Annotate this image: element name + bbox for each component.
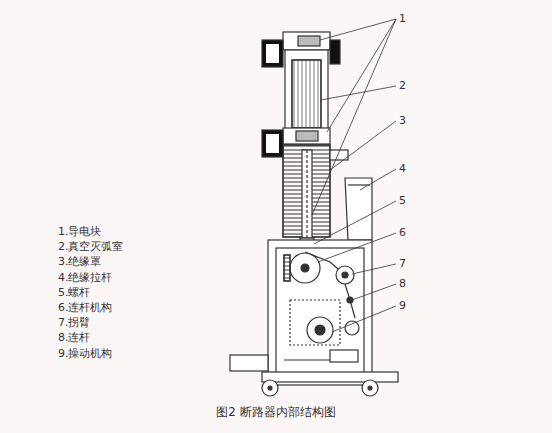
callout-number: 9 (399, 299, 406, 312)
upper-conductor (283, 32, 330, 50)
legend-item: 1.导电块 (58, 225, 102, 238)
wheel (262, 380, 278, 396)
callout-number: 3 (399, 114, 406, 127)
callout-number: 8 (399, 277, 406, 290)
callout-number: 4 (399, 162, 406, 175)
callout-number: 7 (399, 257, 406, 270)
legend-item: 6.连杆机构 (58, 301, 113, 314)
caption: 图2 断路器内部结构图 (216, 405, 335, 419)
legend-item: 7.拐臂 (58, 316, 91, 329)
leader-lines (312, 19, 396, 332)
legend-item: 4.绝缘拉杆 (58, 271, 113, 284)
vacuum-interrupter (292, 60, 321, 128)
pole-housing (285, 50, 328, 135)
callout-number: 1 (399, 12, 406, 25)
crank-arm (336, 266, 354, 284)
legend-item: 9.操动机构 (58, 347, 113, 360)
lower-conductor (283, 128, 330, 144)
legend-item: 3.绝缘罩 (58, 255, 102, 268)
legend-item: 5.螺杆 (58, 286, 91, 299)
linkage-mechanism (290, 253, 320, 283)
legend-item: 2.真空灭弧室 (58, 240, 124, 253)
terminal (262, 130, 283, 157)
callout-number: 6 (399, 226, 406, 239)
operating-mechanism (307, 317, 333, 343)
mechanism-housing (268, 240, 372, 385)
callout-number: 2 (399, 79, 406, 92)
connecting-rod (345, 284, 355, 318)
base (262, 372, 398, 382)
terminal (262, 40, 283, 67)
insulating-cover (283, 145, 330, 237)
insulating-rod (302, 150, 312, 238)
legend-item: 8.连杆 (58, 331, 91, 344)
callout-number: 5 (399, 194, 406, 207)
wheel (362, 380, 378, 396)
side-plate (345, 178, 372, 240)
rail (230, 355, 268, 371)
